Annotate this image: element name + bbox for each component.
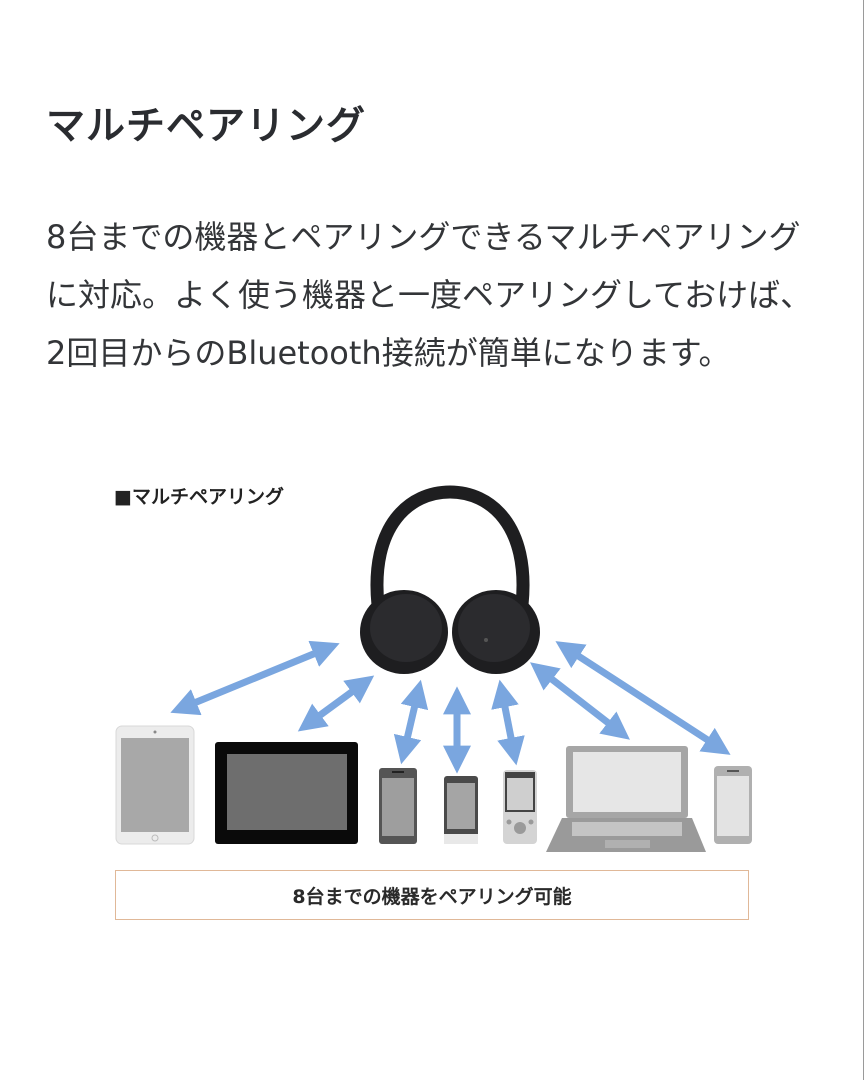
music-player-icon [503, 770, 537, 844]
smartphone-right-icon [714, 766, 752, 844]
section-body-text: 8台までの機器とペアリングできるマルチペアリングに対応。よく使う機器と一度ペアリ… [46, 218, 813, 372]
smartphone-small-icon [444, 776, 478, 844]
headphones-icon [360, 485, 540, 674]
figure-caption: 8台までの機器をペアリング可能 [292, 885, 572, 908]
laptop-icon [546, 746, 706, 852]
multipairing-diagram [115, 485, 752, 852]
tablet-white-icon [115, 725, 195, 845]
section-title: マルチペアリング [46, 104, 367, 149]
tablet-black-icon [215, 742, 358, 844]
figure-label: ■マルチペアリング [114, 486, 284, 508]
figure-caption-box: 8台までの機器をペアリング可能 [115, 870, 749, 920]
multipairing-figure: ■マルチペアリング 8台までの機器をペアリング可能 [100, 470, 770, 940]
smartphone-icon [379, 768, 417, 844]
pairing-arrows [170, 640, 731, 774]
